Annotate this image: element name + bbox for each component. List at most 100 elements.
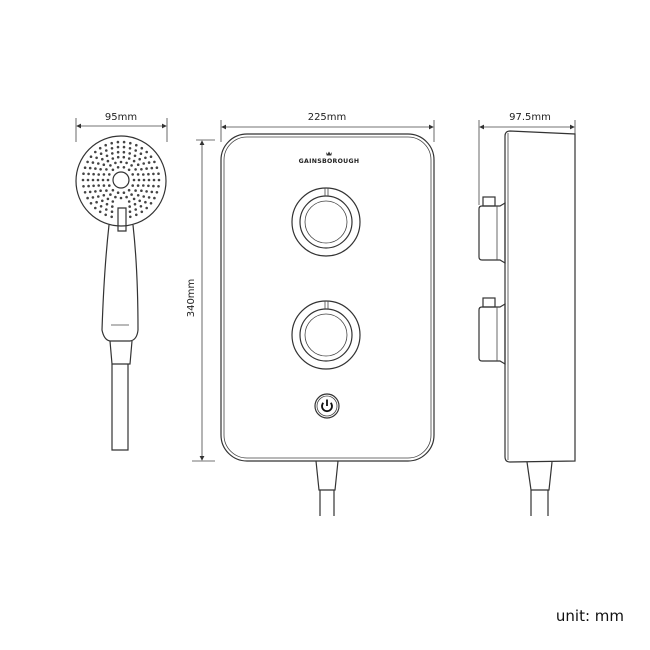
nozzle-dot — [116, 150, 120, 154]
nozzle-dot — [108, 184, 111, 187]
nozzle-dot — [105, 189, 108, 192]
nozzle-dot — [153, 196, 156, 200]
nozzle-dot — [135, 143, 138, 147]
unit-body — [220, 133, 435, 462]
nozzle-dot — [136, 194, 140, 197]
nozzle-dot — [111, 157, 115, 160]
nozzle-dot — [145, 150, 148, 154]
nozzle-dot — [110, 147, 114, 150]
side-cable-gland — [526, 461, 553, 491]
nozzle-dot — [89, 155, 93, 158]
nozzle-dot — [102, 173, 106, 176]
handset-width-label: 95mm — [105, 112, 137, 123]
side-hose — [530, 490, 549, 516]
nozzle-dot — [132, 159, 136, 163]
nozzle-dot — [109, 164, 112, 167]
nozzle-dot — [111, 205, 114, 208]
nozzle-dot — [122, 145, 126, 149]
side-view: 97.5mm — [478, 112, 576, 516]
nozzle-dot — [94, 190, 97, 193]
nozzle-dot — [142, 162, 145, 165]
nozzle-dot — [83, 191, 87, 194]
nozzle-dot — [82, 172, 85, 175]
nozzle-dot — [106, 178, 110, 182]
nozzle-dot — [152, 172, 155, 176]
nozzle-dot — [142, 184, 145, 187]
nozzle-dot — [122, 166, 126, 169]
nozzle-dot — [142, 195, 145, 198]
flow-knob — [291, 300, 361, 370]
nozzle-dot — [150, 166, 154, 170]
nozzle-dot — [134, 149, 137, 152]
nozzle-dot — [152, 184, 155, 188]
nozzle-dot — [87, 184, 90, 188]
nozzle-dot — [99, 189, 102, 192]
nozzle-dot — [105, 149, 108, 152]
nozzle-dot — [110, 215, 113, 219]
nozzle-dot — [153, 160, 156, 164]
nozzle-dot — [142, 173, 145, 176]
nozzle-dot — [97, 173, 100, 176]
nozzle-dot — [145, 167, 148, 170]
nozzle-dot — [83, 166, 87, 169]
nozzle-dot — [95, 200, 98, 204]
nozzle-dot — [137, 178, 141, 182]
nozzle-dot — [98, 210, 102, 214]
handset-hose — [111, 364, 129, 451]
nozzle-dot — [114, 161, 117, 165]
nozzle-dot — [101, 199, 104, 203]
nozzle-dot — [139, 152, 143, 155]
spray-nozzles — [81, 140, 161, 219]
nozzle-dot — [127, 188, 131, 192]
temperature-knob — [291, 187, 361, 257]
nozzle-dot — [140, 210, 144, 214]
nozzle-dot — [142, 178, 146, 182]
unit-face — [223, 136, 432, 459]
power-icon — [321, 399, 333, 412]
unit-height-label: 340mm — [186, 279, 197, 318]
nozzle-dot — [111, 200, 115, 203]
nozzle-dot — [140, 189, 143, 192]
nozzle-dot — [144, 200, 147, 204]
nozzle-dot — [105, 202, 109, 206]
nozzle-dot — [96, 178, 100, 182]
nozzle-dot — [94, 167, 97, 170]
nozzle-dot — [116, 166, 120, 169]
nozzle-dot — [108, 173, 111, 176]
nozzle-dot — [86, 178, 90, 182]
dimension-unit-depth: 97.5mm — [478, 112, 576, 205]
nozzle-dot — [116, 140, 120, 144]
nozzle-dot — [134, 189, 137, 192]
nozzle-dot — [110, 210, 114, 213]
nozzle-dot — [157, 172, 160, 175]
nozzle-dot — [155, 166, 159, 169]
side-knob-1 — [478, 196, 506, 265]
nozzle-dot — [101, 157, 104, 161]
nozzle-dot — [127, 168, 131, 172]
nozzle-dot — [127, 157, 131, 160]
nozzle-dot — [128, 205, 131, 208]
nozzle-dot — [88, 166, 92, 170]
nozzle-dot — [105, 208, 108, 211]
nozzle-dot — [147, 172, 150, 176]
nozzle-dot — [147, 178, 151, 182]
nozzle-dot — [149, 155, 153, 158]
nozzle-dot — [155, 191, 159, 194]
nozzle-dot — [140, 146, 144, 150]
nozzle-dot — [114, 195, 117, 199]
power-button — [314, 393, 340, 419]
nozzle-dot — [97, 195, 100, 198]
nozzle-dot — [104, 143, 107, 147]
nozzle-dot — [88, 190, 92, 194]
nozzle-dot — [125, 161, 128, 165]
nozzle-dot — [102, 184, 106, 187]
nozzle-dot — [128, 152, 131, 155]
nozzle-dot — [92, 172, 95, 176]
shower-head — [75, 135, 167, 227]
nozzle-dot — [131, 184, 134, 187]
nozzle-dot — [97, 162, 100, 165]
nozzle-dot — [101, 178, 105, 182]
side-body — [504, 130, 576, 463]
nozzle-dot — [131, 173, 134, 176]
nozzle-dot — [116, 145, 120, 149]
